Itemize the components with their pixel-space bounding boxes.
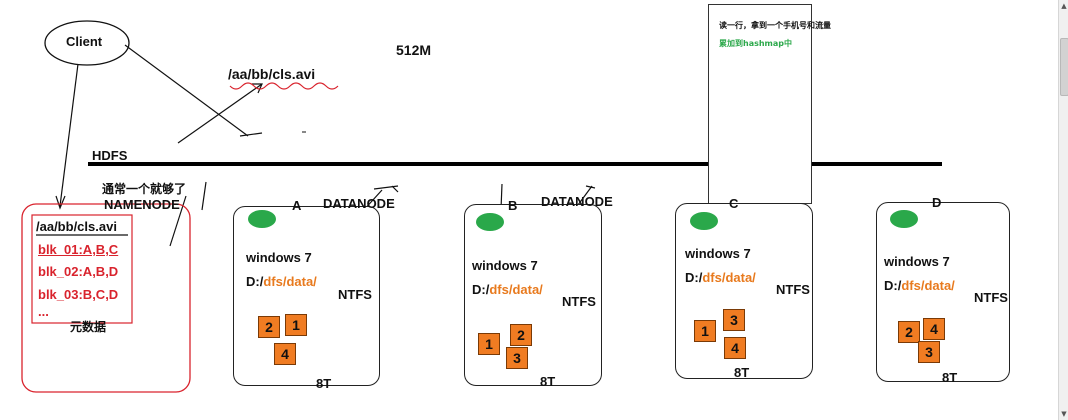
arrow-client-datanode xyxy=(124,44,249,137)
vertical-scrollbar[interactable]: ▲ ▼ xyxy=(1058,0,1068,420)
datanode-b-drive: D:/dfs/data/ xyxy=(472,282,543,297)
disk-status-dot-a xyxy=(248,210,276,228)
datanode-a-fs: NTFS xyxy=(338,287,372,302)
datanode-d-drive: D:/dfs/data/ xyxy=(884,278,955,293)
metadata-box xyxy=(31,214,133,324)
metadata-caption: 元数据 xyxy=(70,320,107,334)
datanode-a-block-4: 4 xyxy=(274,343,296,365)
datanode-a-block-1: 1 xyxy=(285,314,307,336)
datanode-d-block-4: 4 xyxy=(923,318,945,340)
path-underline xyxy=(229,82,339,90)
datanode-c-block-4: 4 xyxy=(724,337,746,359)
datanode-a-capacity: 8T xyxy=(316,376,332,391)
arrow-client-namenode xyxy=(59,63,79,207)
datanode-c-capacity: 8T xyxy=(734,365,750,380)
datanode-c-id: C xyxy=(729,196,739,211)
datanode-a-os: windows 7 xyxy=(246,250,312,265)
datanode-d-os: windows 7 xyxy=(884,254,950,269)
datanode-d-block-3: 3 xyxy=(918,341,940,363)
datanode-a-box xyxy=(233,206,380,386)
datanode-a-block-2: 2 xyxy=(258,316,280,338)
datanode-b-role: DATANODE xyxy=(541,194,613,209)
datanode-a-id: A xyxy=(292,198,302,213)
datanode-d-box xyxy=(876,202,1010,382)
triangle-up-icon[interactable]: ▲ xyxy=(1061,2,1067,10)
datanode-b-box xyxy=(464,204,602,386)
block-size-label: 512M xyxy=(396,42,432,58)
disk-status-dot-d xyxy=(890,210,918,228)
client-ellipse xyxy=(44,20,130,66)
datanode-a-drive: D:/dfs/data/ xyxy=(246,274,317,289)
datanode-d-fs: NTFS xyxy=(974,290,1008,305)
datanode-d-block-2: 2 xyxy=(898,321,920,343)
disk-status-dot-c xyxy=(690,212,718,230)
datanode-c-block-3: 3 xyxy=(723,309,745,331)
namenode-note: 通常一个就够了 xyxy=(102,182,187,196)
file-path-label: /aa/bb/cls.avi xyxy=(228,66,316,82)
datanode-c-fs: NTFS xyxy=(776,282,810,297)
datanode-b-block-1: 1 xyxy=(478,333,500,355)
scrollbar-thumb[interactable] xyxy=(1060,38,1068,96)
namenode-box xyxy=(21,203,191,393)
datanode-b-block-3: 3 xyxy=(506,347,528,369)
metadata-block-1: blk_01:A,B,C xyxy=(38,242,119,257)
arrow-to-file xyxy=(177,83,263,144)
datanode-b-fs: NTFS xyxy=(562,294,596,309)
datanode-b-block-2: 2 xyxy=(510,324,532,346)
datanode-d-id: D xyxy=(932,195,942,210)
datanode-b-os: windows 7 xyxy=(472,258,538,273)
client-label: Client xyxy=(66,34,103,49)
metadata-block-3: blk_03:B,C,D xyxy=(38,287,119,302)
datanode-b-id: B xyxy=(508,198,518,213)
datanode-c-block-1: 1 xyxy=(694,320,716,342)
metadata-more: ... xyxy=(38,304,49,319)
datanode-a-role: DATANODE xyxy=(323,196,395,211)
disk-status-dot-b xyxy=(476,213,504,231)
note-card: 读一行，拿到一个手机号和流量 累加到hashmap中 xyxy=(708,4,831,204)
datanode-b-capacity: 8T xyxy=(540,374,556,389)
triangle-down-icon[interactable]: ▼ xyxy=(1061,410,1067,418)
metadata-block-2: blk_02:A,B,D xyxy=(38,264,119,279)
datanode-c-drive: D:/dfs/data/ xyxy=(685,270,756,285)
datanode-d-capacity: 8T xyxy=(942,370,958,385)
note-line-1: 读一行，拿到一个手机号和流量 xyxy=(719,21,831,30)
metadata-title: /aa/bb/cls.avi xyxy=(36,219,117,234)
datanode-c-os: windows 7 xyxy=(685,246,751,261)
note-line-2: 累加到hashmap中 xyxy=(719,39,793,48)
hdfs-label: HDFS xyxy=(92,148,128,163)
namenode-label: NAMENODE xyxy=(104,197,180,212)
